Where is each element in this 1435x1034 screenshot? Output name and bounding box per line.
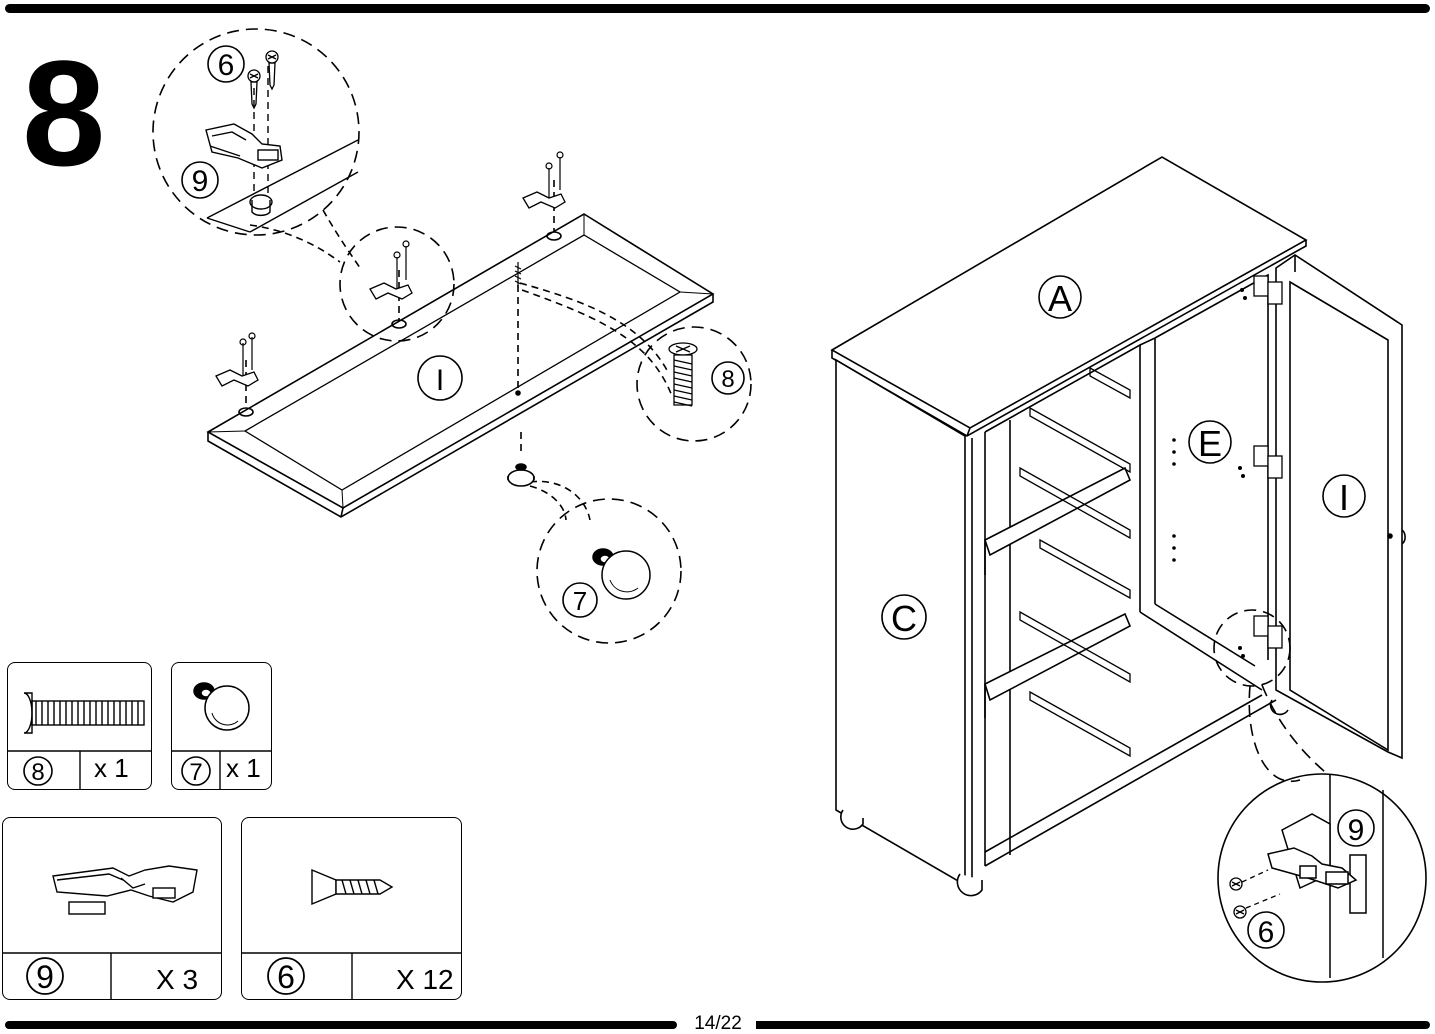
part-6-id: 6 (277, 959, 295, 995)
part-7-id: 7 (189, 759, 202, 786)
label-top-panel-A: A (1048, 278, 1072, 319)
part-box-hinge-9: 9 X 3 (2, 817, 222, 1000)
part-9-id: 9 (36, 959, 54, 995)
label-hinge-9-detail: 9 (1348, 814, 1365, 847)
label-side-panel-C: C (891, 598, 917, 639)
part-9-qty: X 3 (156, 966, 198, 994)
label-shelf-panel-E: E (1198, 423, 1222, 464)
part-8-qty: x 1 (94, 755, 129, 781)
bolt-icon: 8 (8, 663, 151, 789)
part-box-screw-6: 6 X 12 (241, 817, 462, 1000)
label-door-panel-I-installed: I (1339, 477, 1349, 518)
part-6-qty: X 12 (396, 966, 454, 994)
part-box-knob-7: 7 x 1 (171, 662, 272, 790)
part-7-qty: x 1 (226, 755, 261, 781)
part-8-id: 8 (31, 759, 44, 786)
part-box-bolt-8: 8 x 1 (7, 662, 152, 790)
label-screw-6-detail: 6 (1258, 916, 1275, 949)
